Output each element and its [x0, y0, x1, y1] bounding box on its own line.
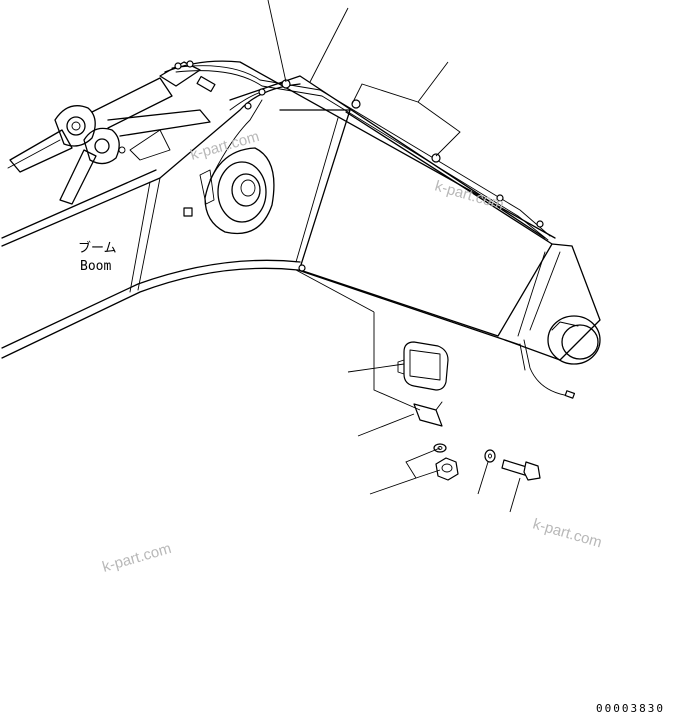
washer-right — [484, 449, 496, 463]
boom-label-jp: ブーム — [78, 240, 117, 256]
drawing-code: 00003830 — [596, 702, 665, 715]
watermark-3: k-part.com — [100, 540, 173, 576]
bolt — [501, 459, 541, 481]
cylinder-bracket — [7, 61, 216, 205]
boom-label-en: Boom — [80, 259, 111, 274]
watermark-4: k-part.com — [531, 516, 604, 552]
wire-harness — [171, 60, 576, 399]
lamp-bracket — [413, 401, 443, 427]
boom-outline — [1, 60, 601, 361]
boom-boss — [183, 147, 275, 235]
watermark-2: k-part.com — [433, 178, 506, 214]
work-lamp — [397, 341, 449, 391]
leader-lines — [267, 0, 521, 513]
boom-foot-pin — [547, 315, 601, 365]
nut — [435, 457, 459, 481]
